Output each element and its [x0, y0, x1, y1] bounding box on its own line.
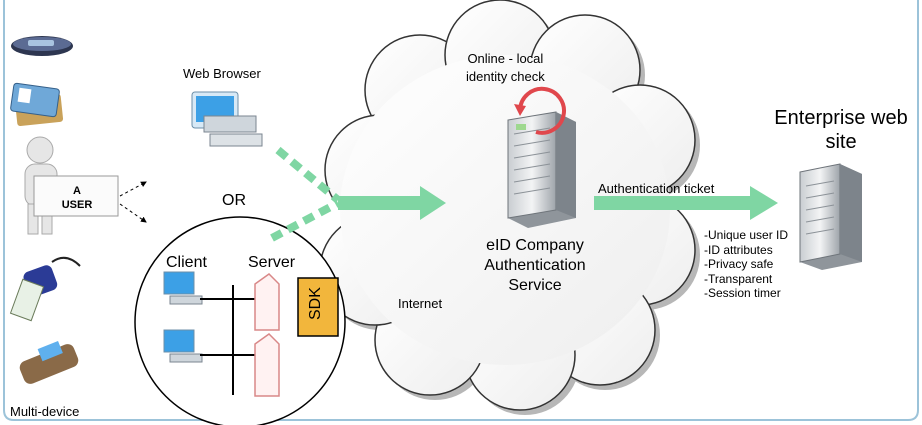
- service-label: eID Company Authentication Service: [470, 236, 600, 296]
- user-figure-icon: [24, 136, 119, 235]
- auth-ticket-label: Authentication ticket: [598, 181, 715, 196]
- enterprise-server-icon: [799, 163, 862, 270]
- benefit-item: -ID attributes: [704, 242, 773, 257]
- enterprise-line-1: Enterprise web: [774, 107, 908, 129]
- client-computer-icon-2: [163, 329, 203, 363]
- online-check-line-2: identity check: [466, 69, 545, 84]
- internet-label: Internet: [398, 296, 443, 311]
- web-browser-label: Web Browser: [183, 66, 261, 81]
- benefit-item: -Session timer: [704, 286, 781, 300]
- internet-arrow: [338, 186, 446, 220]
- id-card-icon: [10, 82, 64, 127]
- sdk-box: [297, 277, 339, 337]
- user-sign-line-1: A: [73, 185, 81, 197]
- server-link: [270, 199, 340, 242]
- client-label: Client: [166, 254, 207, 271]
- service-line-1: eID Company: [486, 237, 584, 254]
- server-label: Server: [248, 254, 296, 271]
- service-line-3: Service: [508, 277, 562, 294]
- local-network-circle: [134, 216, 346, 425]
- sdk-label: SDK: [307, 287, 324, 320]
- benefit-item: -Unique user ID: [704, 228, 789, 242]
- cloud-icon: [319, 0, 700, 415]
- benefit-item: -Privacy safe: [704, 257, 774, 271]
- user-sign-label: A USER: [36, 184, 118, 212]
- browser-link: [275, 146, 341, 204]
- usb-token-icon: [11, 36, 73, 56]
- server-tower-icon: [254, 273, 280, 397]
- refresh-cycle-icon: [514, 86, 566, 135]
- or-label: OR: [222, 192, 246, 209]
- online-check-line-1: Online - local: [467, 51, 544, 66]
- enterprise-label: Enterprise web site: [766, 106, 916, 154]
- rack-server-icon: [507, 111, 576, 228]
- multi-device-label: Multi-device: [10, 404, 80, 419]
- client-computer-icon-1: [163, 271, 203, 305]
- frame-border: [3, 0, 919, 421]
- ticket-arrow: [594, 186, 778, 220]
- service-line-2: Authentication: [484, 257, 586, 274]
- enterprise-line-2: site: [825, 131, 857, 153]
- mobile-phone-icon: [19, 340, 79, 384]
- card-reader-icon: [9, 256, 81, 322]
- user-sign-line-2: USER: [61, 199, 93, 211]
- desktop-computer-icon: [191, 91, 263, 147]
- online-check-label: Online - local identity check: [466, 50, 545, 86]
- benefits-list: -Unique user ID -ID attributes -Privacy …: [704, 228, 788, 301]
- network-lines: [200, 285, 262, 395]
- benefit-item: -Transparent: [704, 271, 773, 286]
